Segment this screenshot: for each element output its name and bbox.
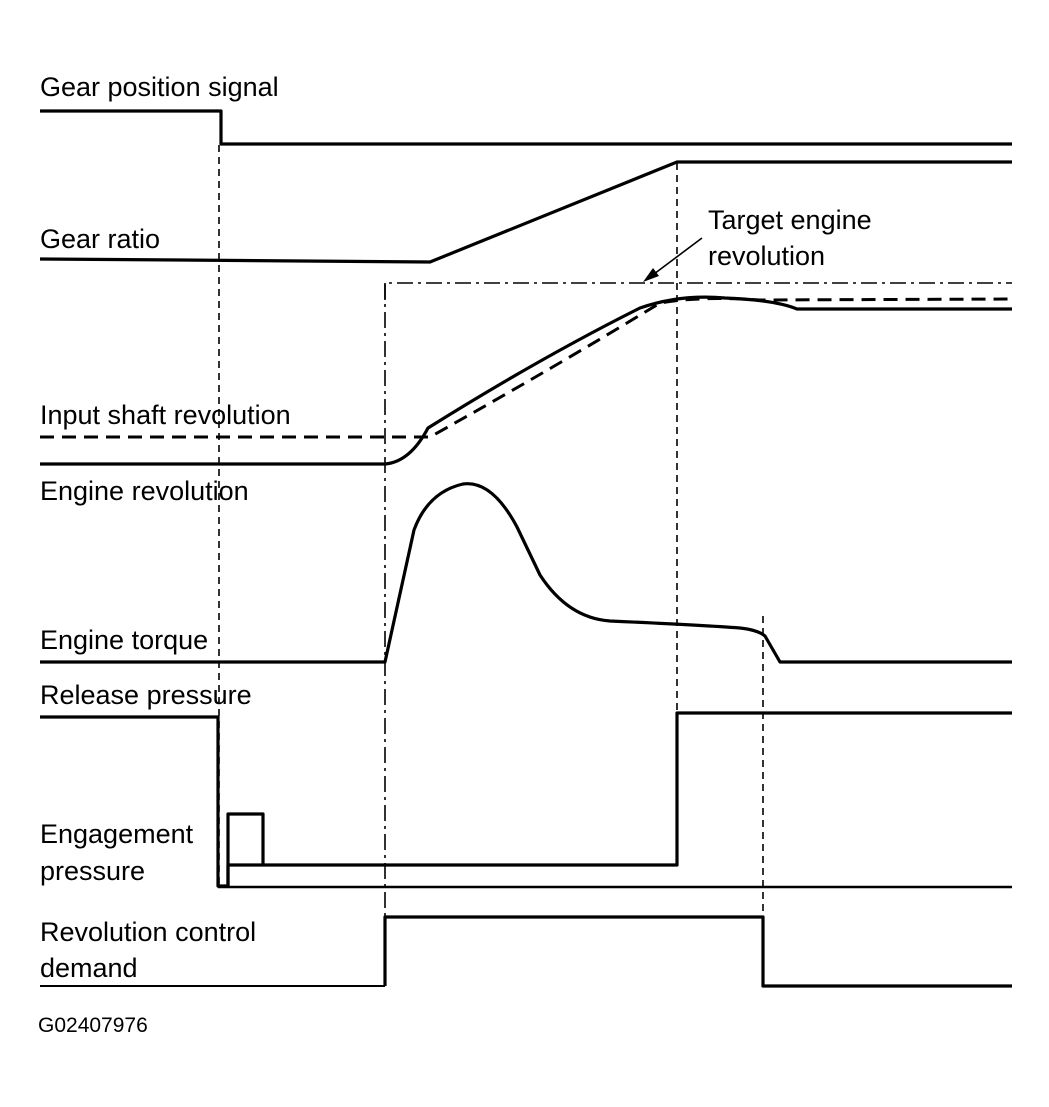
label-revolution-control-line2: demand <box>40 953 138 983</box>
label-release-pressure: Release pressure <box>40 680 252 710</box>
label-revolution-control-line1: Revolution control <box>40 917 256 947</box>
label-gear-position-signal: Gear position signal <box>40 72 279 102</box>
label-target-engine-line1: Target engine <box>708 205 872 235</box>
label-gear-ratio: Gear ratio <box>40 224 160 254</box>
trace-target-engine-revolution <box>384 282 1012 300</box>
figure-code: G02407976 <box>38 1014 148 1037</box>
leader-arrowhead-icon <box>643 268 659 282</box>
trace-gear-position-signal <box>40 109 1012 146</box>
trace-release-pressure <box>40 711 1012 888</box>
leader-target-engine <box>649 237 703 278</box>
label-input-shaft-revolution: Input shaft revolution <box>40 400 291 430</box>
trace-engine-torque <box>40 482 1012 664</box>
label-target-engine-line2: revolution <box>708 241 825 271</box>
label-engine-torque: Engine torque <box>40 625 208 655</box>
label-engagement-line2: pressure <box>40 856 145 886</box>
label-engagement-line1: Engagement <box>40 819 194 849</box>
trace-engine-revolution <box>40 295 1012 466</box>
trace-input-shaft-revolution <box>40 297 1013 439</box>
trace-gear-ratio <box>39 160 1012 264</box>
label-engine-revolution: Engine revolution <box>40 476 249 506</box>
trace-engagement-pressure-pulse <box>226 812 265 886</box>
trace-revolution-control-demand <box>383 915 1012 988</box>
